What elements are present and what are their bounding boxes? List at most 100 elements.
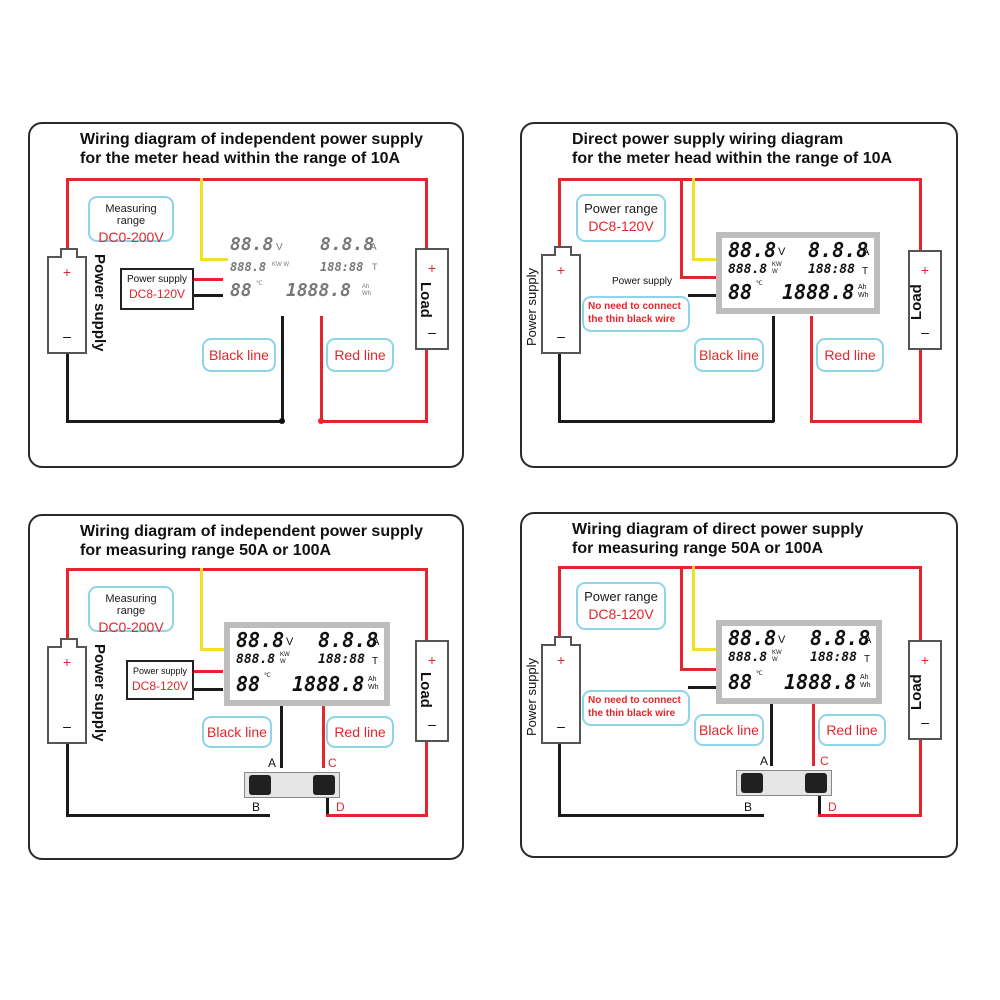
black-wire-meter	[772, 316, 775, 422]
bubble-value: DC8-120V	[588, 218, 654, 234]
title-line-2: for measuring range 50A or 100A	[80, 542, 332, 559]
red-line-label: Red line	[334, 724, 386, 740]
black-line-bubble: Black line	[694, 714, 764, 746]
battery-power-supply: + –	[541, 636, 581, 744]
title-line-2: for measuring range 50A or 100A	[572, 540, 824, 557]
lcd-voltage-unit: V	[286, 636, 294, 648]
power-supply-label: Power supply	[524, 657, 539, 736]
battery-power-supply: + –	[47, 638, 87, 744]
load-box: + –	[908, 250, 942, 350]
plus-sign: +	[62, 654, 72, 670]
red-wire-left-down	[558, 566, 561, 644]
bubble-label: Power range	[584, 201, 658, 216]
lcd-temperature: 88	[728, 280, 753, 304]
black-line-label: Black line	[209, 347, 269, 363]
power-range-bubble: Power range DC8-120V	[576, 194, 666, 242]
red-wire-top	[558, 178, 922, 181]
black-line-label: Black line	[699, 722, 759, 738]
lcd-voltage: 88.8	[728, 626, 777, 650]
red-wire-bottom	[326, 814, 428, 817]
lcd-energy: 1888.8	[292, 672, 365, 696]
terminal-b-label: B	[744, 800, 753, 814]
red-wire-top	[558, 566, 922, 569]
lcd-voltage-unit: V	[778, 634, 786, 646]
terminal-d-label: D	[336, 800, 345, 814]
lcd-time-unit: T	[372, 262, 378, 272]
diagram-panel-direct-10a: Direct power supply wiring diagram for t…	[520, 122, 958, 468]
panel-title: Wiring diagram of direct power supply fo…	[572, 520, 863, 558]
plus-sign: +	[920, 652, 930, 668]
battery-cap	[60, 638, 78, 648]
bubble-value: DC0-200V	[98, 229, 164, 245]
red-wire-bottom	[818, 814, 922, 817]
terminal-a-label: A	[760, 754, 769, 768]
minus-sign: –	[428, 324, 436, 340]
lcd-temperature-unit: ℃	[756, 281, 763, 287]
panel-title: Wiring diagram of independent power supp…	[80, 522, 423, 560]
plus-sign: +	[556, 262, 566, 278]
yellow-wire-h	[692, 648, 716, 651]
lcd-power-unit: KW W	[272, 262, 289, 268]
red-wire-right-down	[425, 568, 428, 640]
power-black-wire	[193, 294, 223, 297]
lcd-power-unit: KW W	[772, 650, 782, 663]
lcd-current: 8.8.8	[808, 238, 869, 262]
lcd-time-unit: T	[864, 654, 871, 665]
power-box-value: DC8-120V	[131, 679, 189, 693]
lcd-current-unit: A	[862, 246, 870, 258]
junction-dot	[318, 418, 324, 424]
red-line-label: Red line	[824, 347, 876, 363]
red-wire-load	[919, 350, 922, 422]
terminal-d-label: D	[828, 800, 837, 814]
lcd-voltage-unit: V	[778, 246, 786, 258]
red-wire-internal	[680, 178, 683, 278]
plus-sign: +	[427, 652, 437, 668]
red-wire-right-down	[919, 178, 922, 250]
red-wire-meter	[810, 316, 813, 422]
lcd-energy-unit: Ah Wh	[858, 284, 869, 299]
lcd-voltage: 88.8	[728, 238, 777, 262]
note-line-1: No need to connect	[588, 695, 681, 706]
lcd-energy-unit: Ah Wh	[860, 674, 871, 689]
note-line-1: No need to connect	[588, 301, 681, 312]
shunt-terminal-left	[741, 773, 763, 793]
load-label: Load	[417, 282, 434, 318]
lcd-energy: 1888.8	[784, 670, 857, 694]
current-shunt	[736, 770, 832, 796]
title-line-2: for the meter head within the range of 1…	[80, 150, 401, 167]
yellow-wire	[200, 178, 203, 260]
terminal-c-label: C	[820, 754, 829, 768]
lcd-energy: 1888.8	[286, 280, 352, 301]
load-box: + –	[415, 248, 449, 350]
power-supply-label: Power supply	[91, 254, 108, 352]
panel-title: Wiring diagram of independent power supp…	[80, 130, 423, 168]
battery-cap	[554, 636, 572, 646]
shunt-terminal-right	[805, 773, 827, 793]
red-wire-right-down	[919, 566, 922, 640]
plus-sign: +	[556, 652, 566, 668]
wire-d-to-bottom	[326, 796, 329, 816]
power-red-wire	[193, 670, 223, 673]
battery-cap	[554, 246, 572, 256]
battery-power-supply: + –	[541, 246, 581, 354]
lcd-time: 188:88	[320, 260, 364, 274]
shunt-terminal-right	[313, 775, 335, 795]
black-line-bubble: Black line	[694, 338, 764, 372]
red-wire-top	[66, 178, 428, 181]
power-supply-box: Power supply DC8-120V	[126, 660, 194, 700]
wire-d-to-bottom	[818, 796, 821, 816]
title-line-1: Direct power supply wiring diagram	[572, 131, 844, 148]
red-line-bubble: Red line	[326, 338, 394, 372]
red-wire-bottom	[810, 420, 922, 423]
junction-dot	[279, 418, 285, 424]
measuring-range-bubble: Measuring range DC0-200V	[88, 586, 174, 635]
lcd-energy: 1888.8	[782, 280, 855, 304]
minus-sign: –	[557, 718, 565, 734]
thin-wire-note: No need to connect the thin black wire	[582, 296, 690, 332]
yellow-wire-h	[200, 648, 224, 651]
lcd-display: 88.8 V 8.8.8 A 888.8 KW W 188:88 T 88 ℃ …	[716, 620, 882, 704]
diagram-panel-independent-10a: Wiring diagram of independent power supp…	[28, 122, 464, 468]
load-label: Load	[417, 672, 434, 708]
yellow-wire-h	[692, 258, 716, 261]
black-line-label: Black line	[699, 347, 759, 363]
